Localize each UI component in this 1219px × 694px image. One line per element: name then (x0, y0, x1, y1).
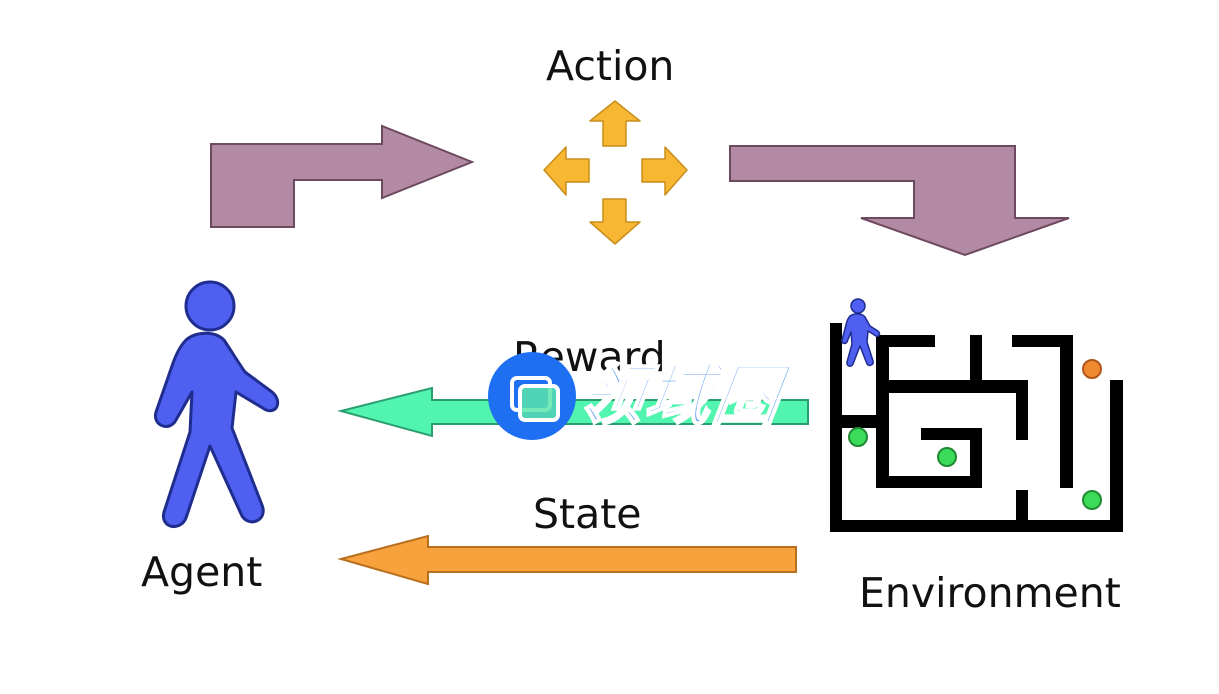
maze-green-goal-dot (937, 447, 957, 467)
action-to-environment-arrow (729, 145, 1070, 257)
arrow-down-icon (589, 198, 641, 245)
maze-green-goal-dot (1082, 490, 1102, 510)
action-label: Action (546, 42, 675, 90)
maze-walker-icon (841, 298, 881, 367)
watermark: 领域圈 (488, 352, 788, 440)
maze-orange-goal-dot (1082, 359, 1102, 379)
environment-label: Environment (859, 569, 1121, 617)
arrow-right-icon (641, 146, 688, 196)
watermark-logo-icon (488, 352, 576, 440)
maze-icon (830, 323, 1123, 532)
arrow-left-icon (543, 146, 590, 196)
agent-to-action-arrow (210, 124, 475, 228)
state-label: State (533, 490, 642, 538)
agent-label: Agent (141, 548, 263, 596)
arrow-up-icon (589, 100, 641, 147)
four-direction-arrows-icon (543, 100, 688, 245)
state-arrow (337, 534, 797, 586)
reward-arrow (337, 386, 809, 438)
agent-walking-person-icon (153, 280, 280, 528)
maze-green-goal-dot (848, 427, 868, 447)
watermark-text: 领域圈 (572, 356, 789, 435)
